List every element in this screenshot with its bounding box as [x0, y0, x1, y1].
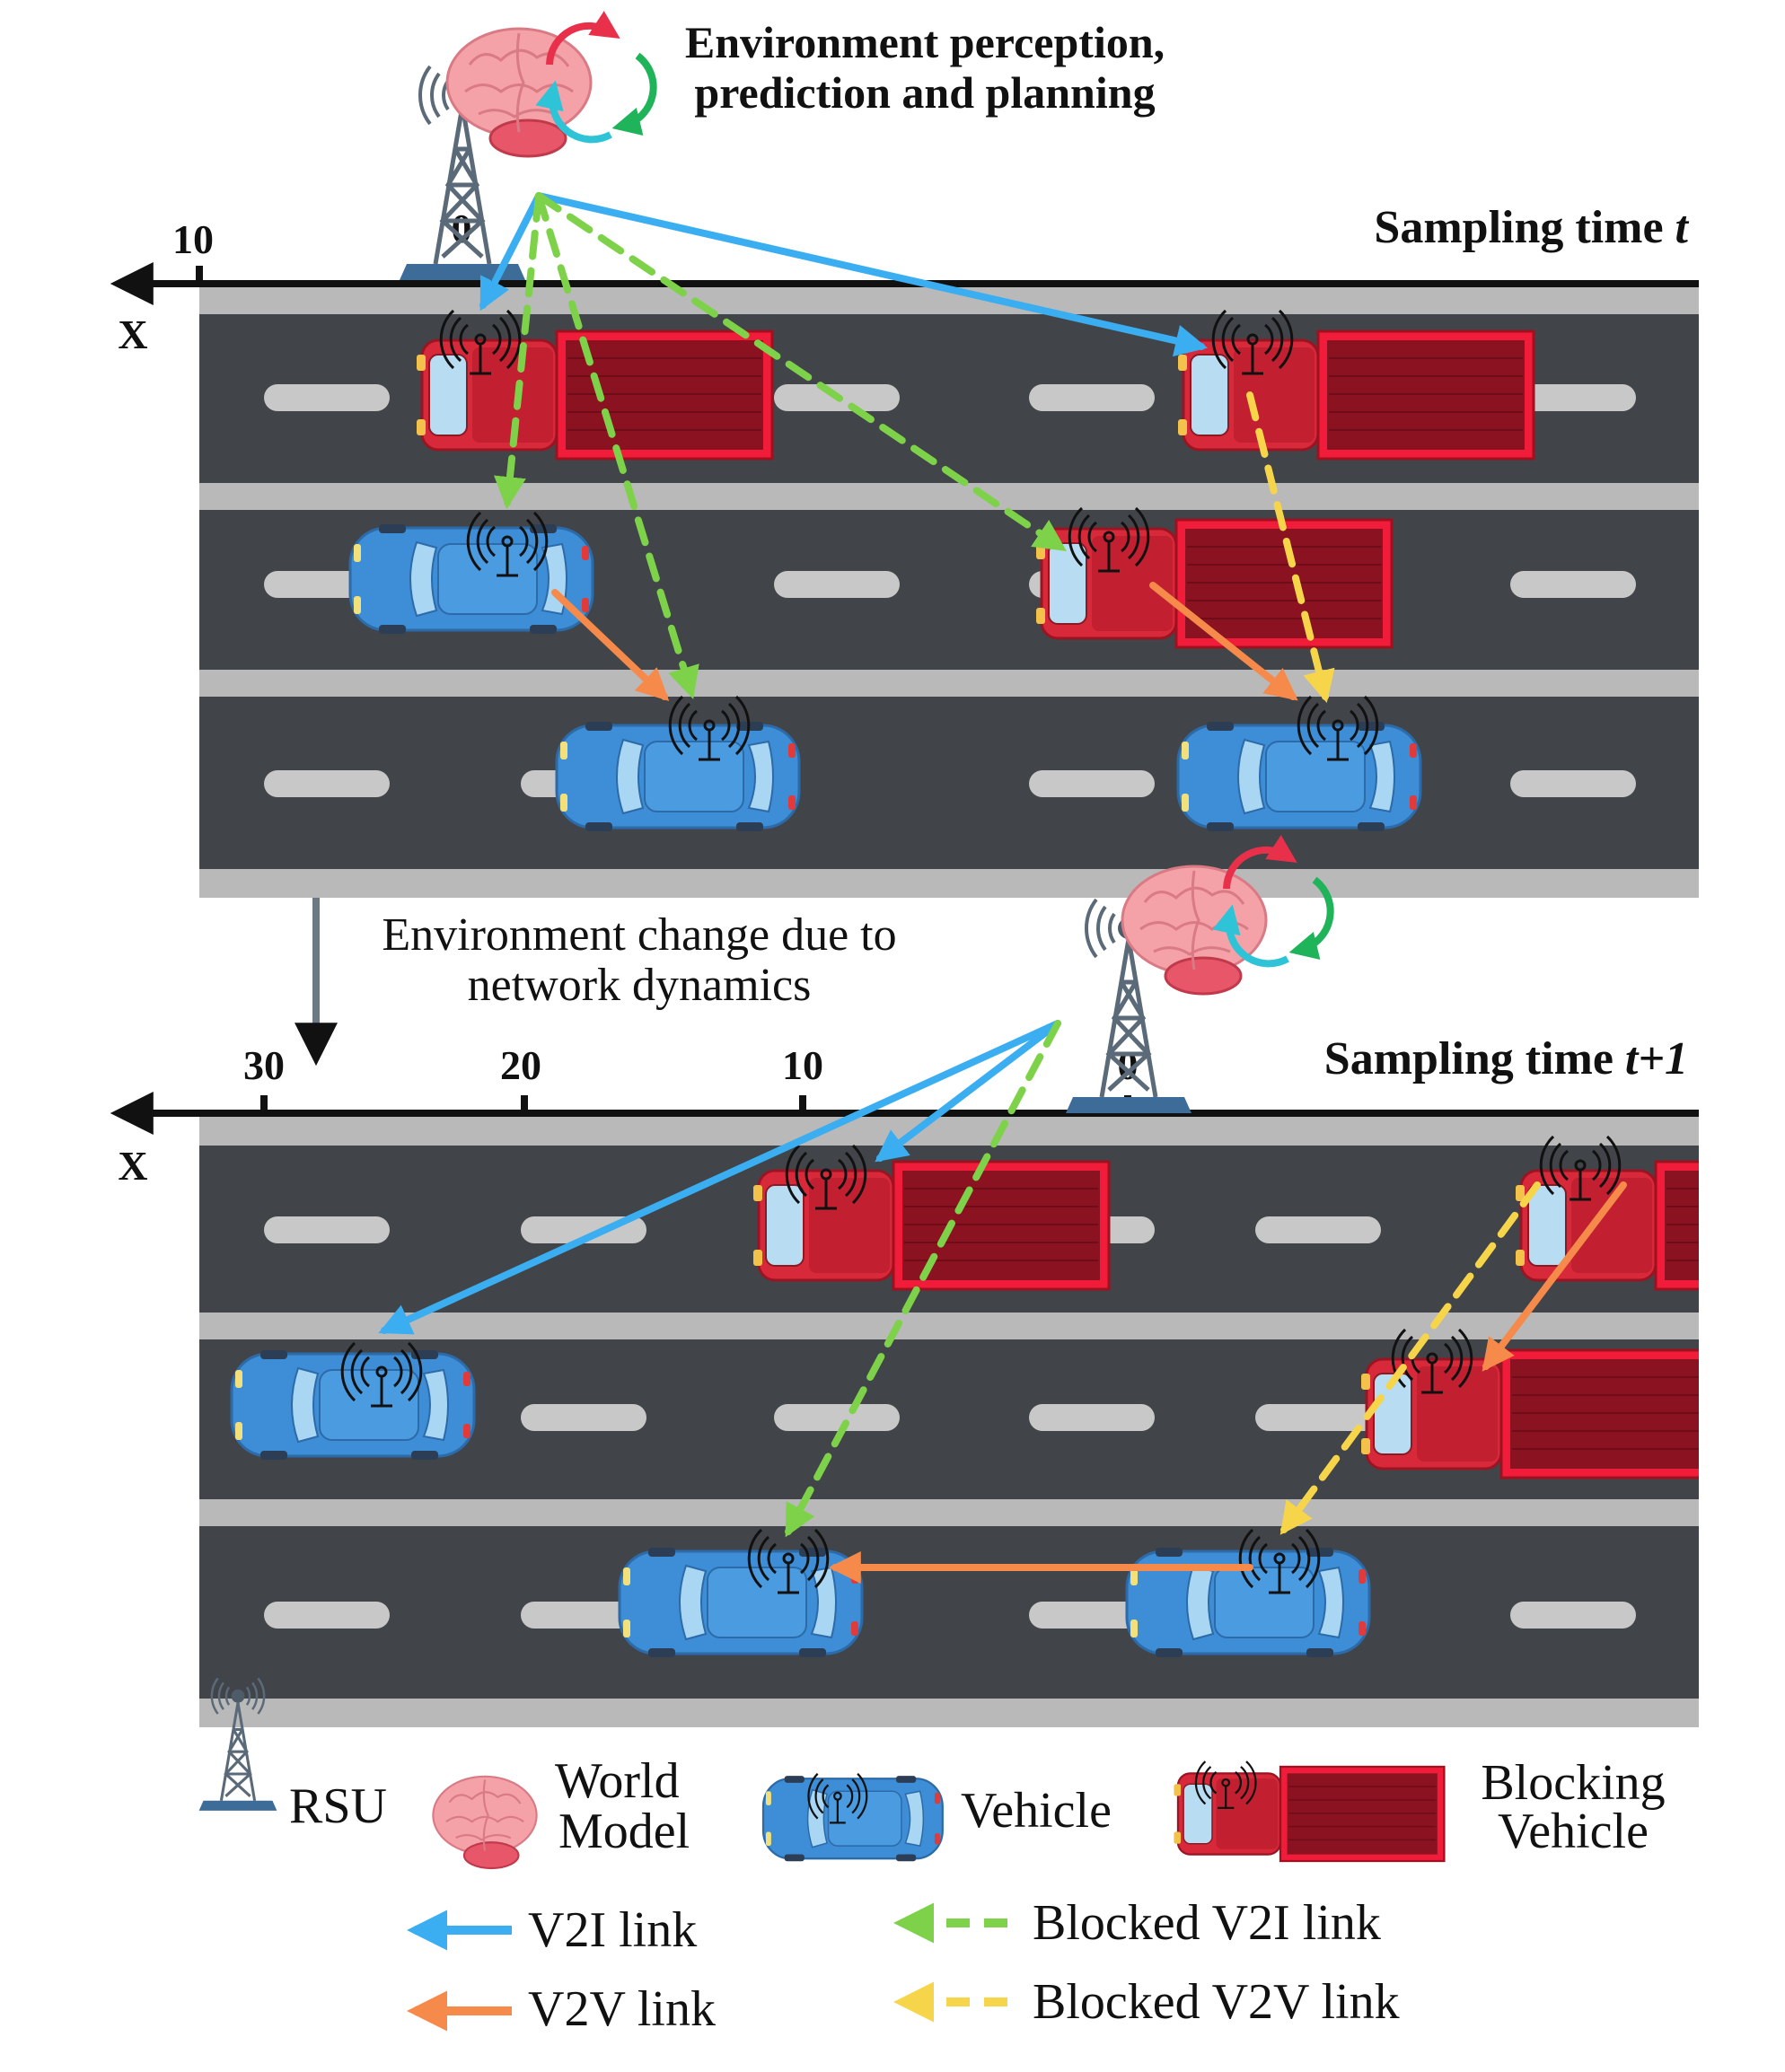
blocked-v2i-link — [535, 192, 1067, 552]
vehicle-legend-icon — [761, 1772, 944, 1863]
blocked-v2v-link — [1279, 1181, 1541, 1535]
tick-label: 30 — [243, 1042, 285, 1088]
caption-line-1: Environment perception, — [685, 17, 1165, 67]
legend-v2v: V2V link — [528, 1981, 716, 2037]
tick-label: 10 — [782, 1042, 823, 1088]
v2i-link — [378, 1020, 1061, 1335]
blocking-vehicle-legend-icon — [1173, 1760, 1446, 1863]
caption-line-2: prediction and planning — [694, 67, 1155, 118]
legend: RSU World Model Vehicle Blocking Vehicle… — [198, 1676, 1666, 2037]
legend-blocked-v2i: Blocked V2I link — [1033, 1895, 1381, 1951]
v2i-link — [535, 192, 1209, 357]
links-bottom — [378, 1020, 1627, 1584]
panel-time-t: 10 0 X Sampling time t Environment perce… — [110, 17, 1699, 898]
vehicle — [555, 720, 801, 833]
v2v-link — [1482, 1181, 1627, 1372]
blocked-v2i-link — [494, 192, 542, 510]
transition-line-1: Environment change due to — [382, 909, 896, 961]
blocking-vehicle — [415, 329, 774, 461]
legend-v2i: V2I link — [528, 1902, 697, 1958]
legend-blocked-v2v: Blocked V2V link — [1033, 1974, 1400, 2030]
tick-label: 10 — [172, 216, 214, 262]
panel-title-t: Sampling time t — [1374, 202, 1689, 253]
legend-world-model-1: World — [555, 1753, 680, 1809]
brain-legend-icon — [432, 1775, 538, 1870]
blocked-v2i-link — [785, 1020, 1061, 1538]
legend-rsu: RSU — [289, 1778, 387, 1834]
panel-time-t1: 30 20 10 0 X Sampling time t+1 — [110, 850, 1699, 1727]
axis-label: X — [118, 1143, 147, 1189]
axis-label: X — [118, 312, 147, 357]
blocked-v2v-link — [1246, 391, 1335, 703]
world-model-brain — [1121, 865, 1268, 996]
vehicle — [348, 522, 594, 636]
legend-world-model-2: Model — [558, 1804, 690, 1859]
v2v-link — [1149, 582, 1298, 701]
vehicle — [618, 1546, 864, 1659]
tick-label: 20 — [500, 1042, 541, 1088]
v2v-link — [551, 589, 670, 701]
legend-blocking-1: Blocking — [1481, 1755, 1665, 1811]
blocking-vehicle — [1176, 329, 1535, 461]
links-top — [479, 192, 1335, 703]
legend-vehicle: Vehicle — [961, 1783, 1112, 1839]
transition-line-2: network dynamics — [468, 960, 812, 1011]
panel-title-t1: Sampling time t+1 — [1324, 1033, 1688, 1084]
v2i-link — [479, 192, 542, 312]
legend-blocking-2: Vehicle — [1498, 1804, 1649, 1859]
v2i-link — [875, 1020, 1061, 1163]
blocked-v2i-link — [535, 192, 699, 699]
